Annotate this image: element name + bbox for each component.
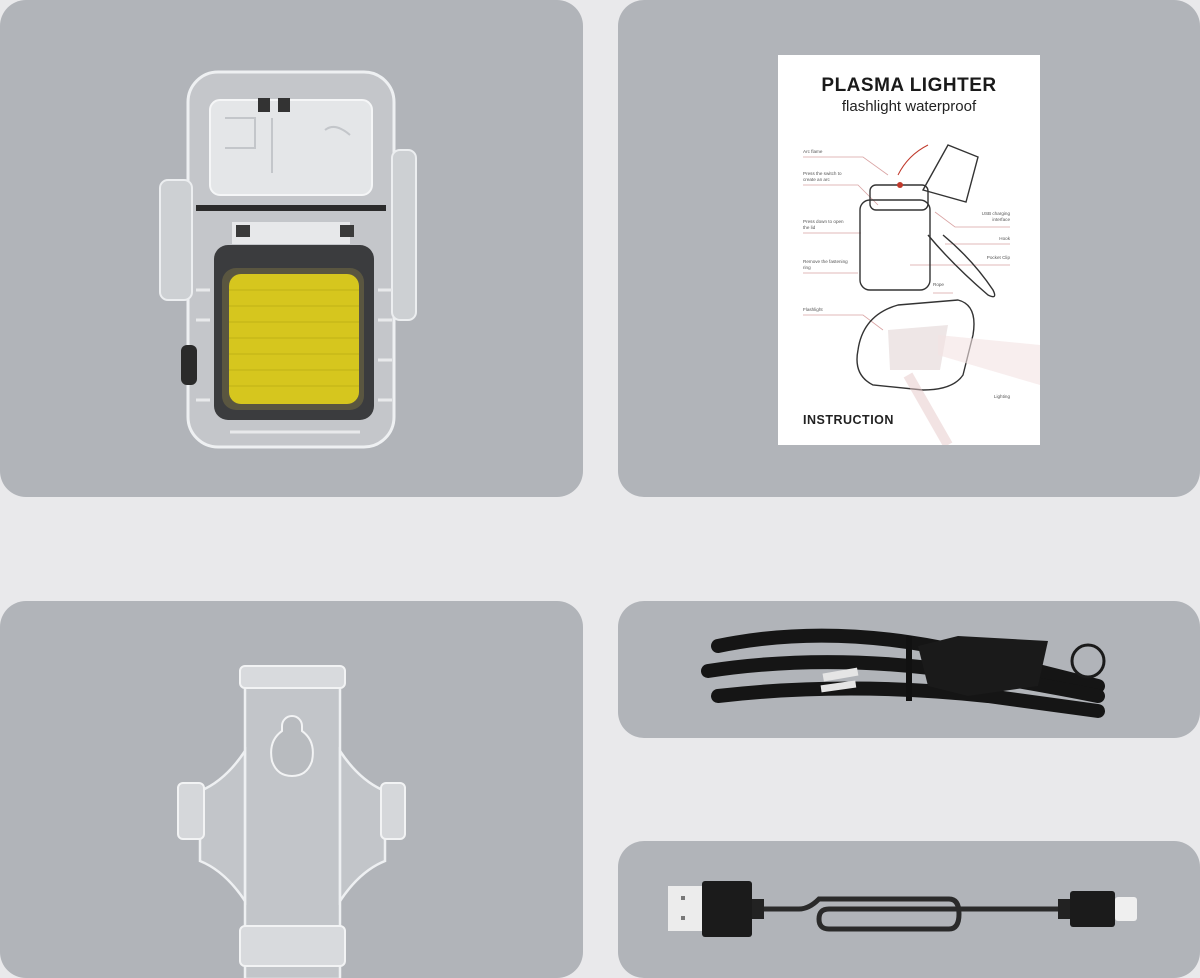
lighter-illustration (159, 70, 417, 449)
product-image-lanyard (618, 601, 1200, 738)
label-press-switch: Press the switch to create an arc (803, 171, 842, 182)
manual-title: PLASMA LIGHTER (821, 75, 997, 96)
product-image-manual: PLASMA LIGHTER flashlight waterproof (618, 0, 1200, 497)
usb-cable-illustration (668, 881, 1137, 937)
product-image-usb-cable (618, 841, 1200, 978)
product-image-clip (0, 601, 583, 978)
label-rope: Rope (933, 282, 944, 287)
product-image-lighter (0, 0, 583, 497)
manual-subtitle: flashlight waterproof (841, 98, 977, 115)
clip-illustration (177, 665, 406, 978)
lanyard-illustration (701, 628, 1106, 718)
label-flashlight: Flashlight (803, 307, 823, 312)
label-lighting: Lighting (993, 394, 1010, 399)
label-usb-interface: USB charging interface (981, 211, 1010, 222)
label-press-down: Press down to open the lid (803, 219, 844, 230)
label-remove-ring: Remove the fastening ring (803, 259, 848, 270)
label-hook: Hook (999, 236, 1010, 241)
label-arc-flame: Arc flame (803, 149, 823, 154)
instruction-card: PLASMA LIGHTER flashlight waterproof (778, 55, 1040, 445)
manual-diagram (803, 144, 1040, 445)
label-pocket-clip: Pocket Clip (986, 255, 1010, 260)
manual-footer: INSTRUCTION (803, 413, 894, 427)
